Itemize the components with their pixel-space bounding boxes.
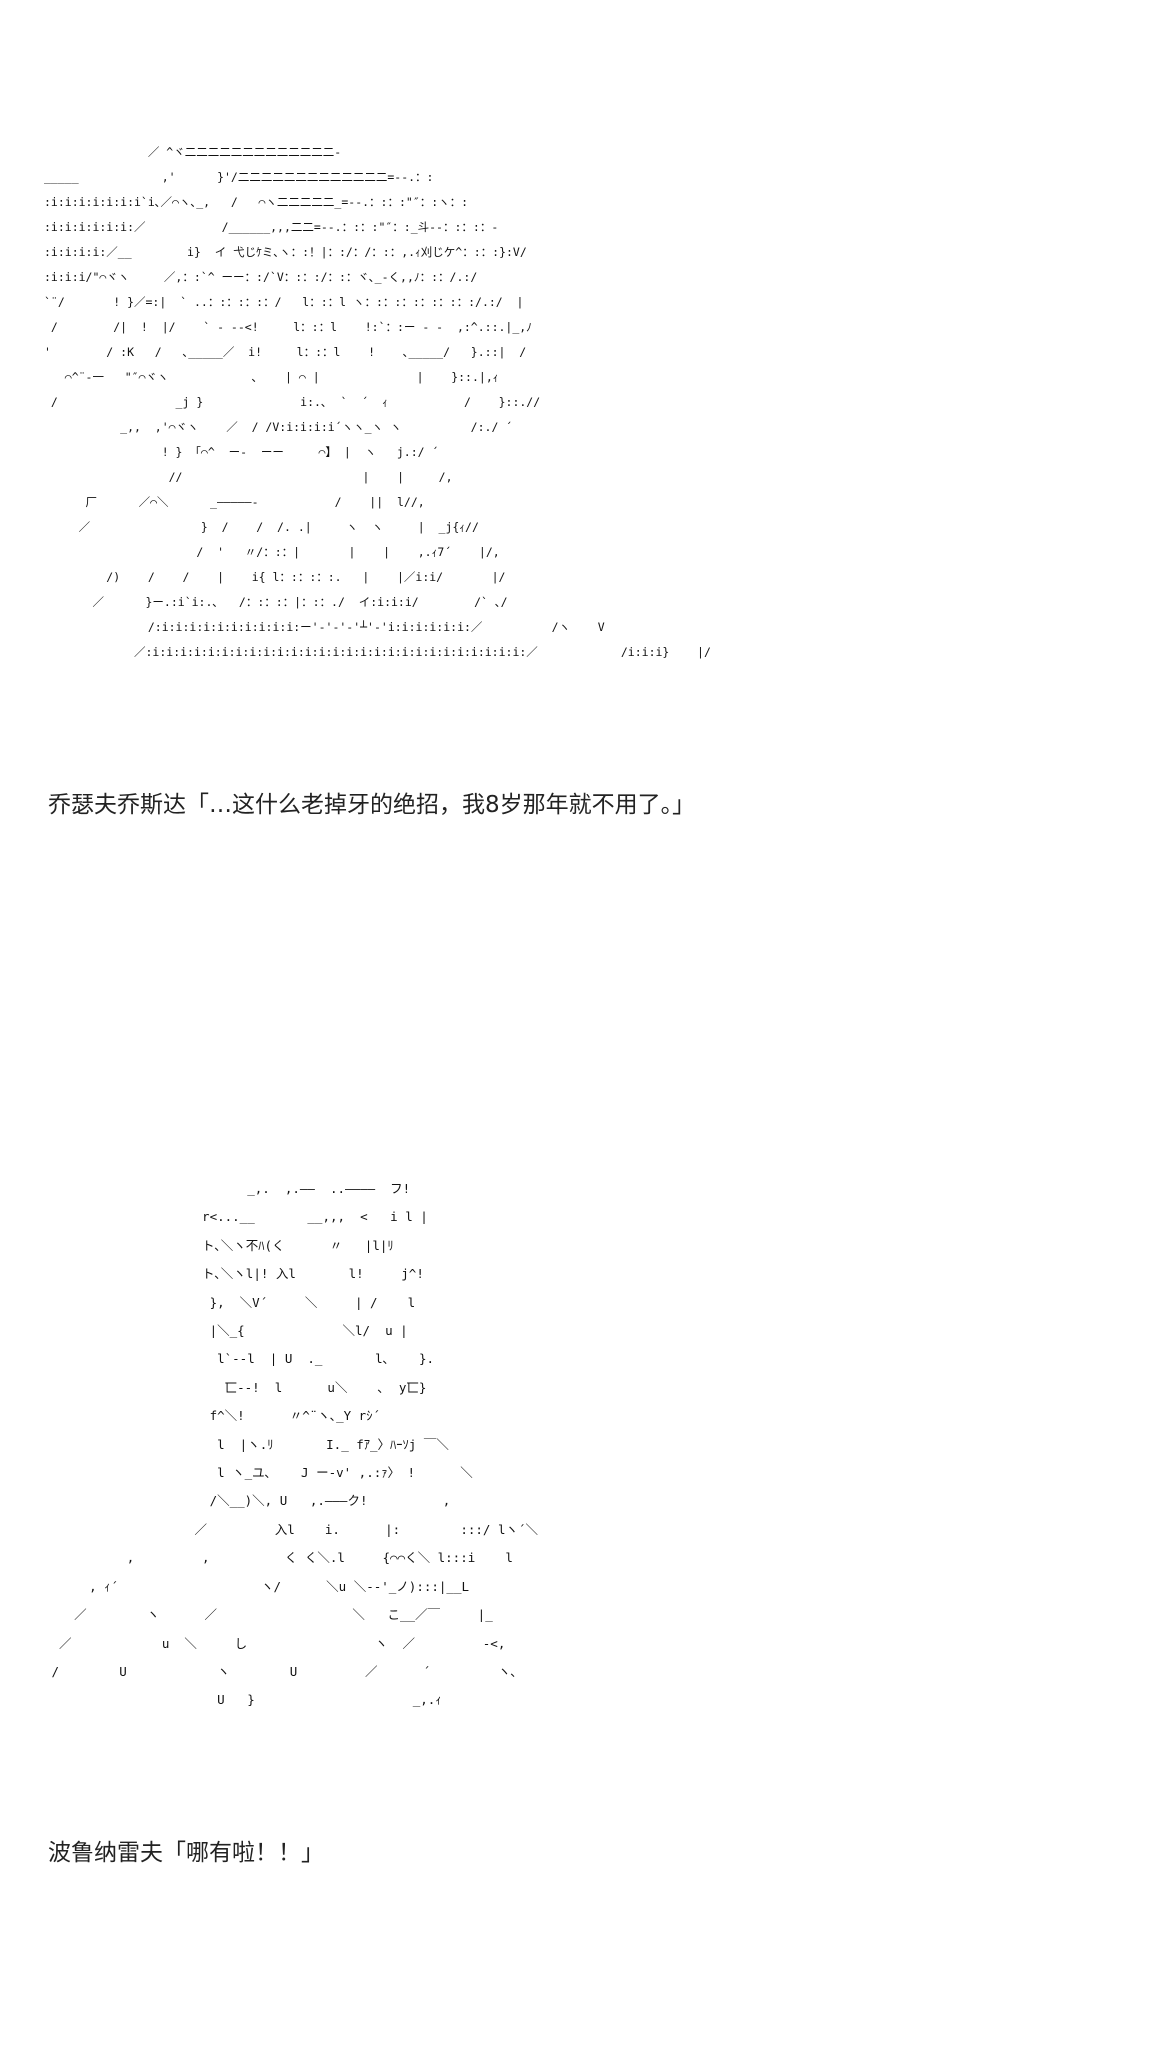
dialogue-line-polnareff: 波鲁纳雷夫「哪有啦！！」 bbox=[48, 1840, 324, 1866]
ascii-art-joseph: ／ ^ヾ二二二二二二二二二二二二二- _____ ,' }'/二二二二二二二二二… bbox=[44, 145, 711, 659]
dialogue-line-joseph: 乔瑟夫乔斯达「…这什么老掉牙的绝招，我8岁那年就不用了。」 bbox=[48, 792, 696, 818]
ascii-art-polnareff: _,. ,.―― ..―――― フ! r<...__ __,,, < i l |… bbox=[51, 1181, 539, 1708]
